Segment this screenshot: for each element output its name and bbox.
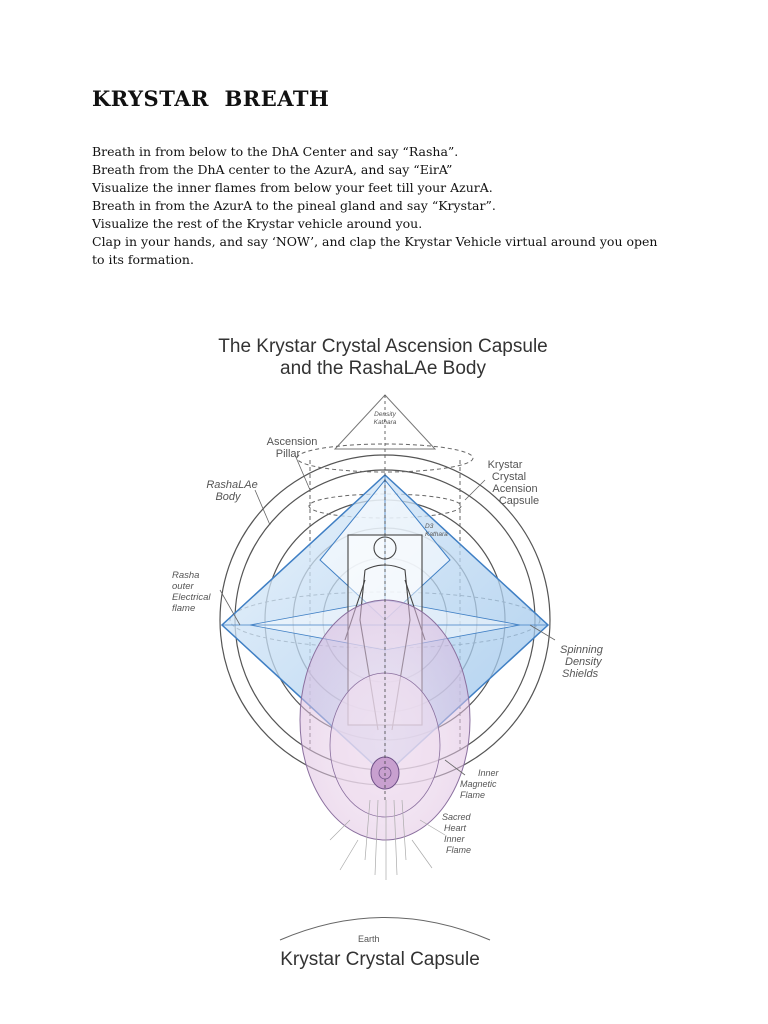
earth-label: Earth [358, 934, 380, 944]
pillar-label: Pillar [276, 448, 301, 460]
sacred-heart-flame [329, 799, 446, 880]
magnetic-label: Magnetic [460, 779, 497, 789]
figure-labels: Density Kathara D3 Kathara Ascension Pil… [172, 411, 604, 944]
instruction-line: Breath in from the AzurA to the pineal g… [92, 198, 496, 213]
body-label: Body [215, 491, 242, 503]
capsule-label: Capsule [499, 495, 539, 507]
figure-caption: Krystar Crystal Capsule [280, 949, 480, 970]
inner-label: Inner [478, 768, 500, 778]
flame-label: flame [172, 603, 195, 614]
instruction-line: Visualize the rest of the Krystar vehicl… [92, 216, 423, 231]
krystar-capsule-figure: The Krystar Crystal Ascension Capsule an… [160, 320, 630, 980]
shields-label: Shields [562, 668, 599, 680]
figure-title-line1: The Krystar Crystal Ascension Capsule [218, 336, 547, 357]
instruction-line: Visualize the inner flames from below yo… [92, 180, 493, 195]
instruction-line: to its formation. [92, 252, 194, 267]
density-label: Density [374, 411, 396, 418]
krystar-label: Krystar [488, 459, 523, 471]
earth-arc [279, 917, 491, 941]
label-pointers [219, 454, 556, 776]
figure-title-line2: and the RashaLAe Body [280, 358, 486, 379]
inner-2-label: Inner [444, 834, 466, 844]
crystal-label: Crystal [492, 471, 526, 483]
instructions-text: Breath in from below to the DhA Center a… [92, 143, 712, 269]
instruction-line: Breath in from below to the DhA Center a… [92, 144, 459, 159]
acension-label: Acension [492, 483, 537, 495]
instruction-line: Breath from the DhA center to the AzurA,… [92, 162, 453, 177]
kathara-label: Kathara [374, 419, 397, 426]
heart-label: Heart [444, 823, 467, 833]
spinning-label: Spinning [560, 644, 604, 656]
outer-label: outer [172, 581, 194, 592]
d3-label: D3 [425, 523, 434, 530]
ascension-label: Ascension [267, 436, 318, 448]
d3-kathara-label: Kathara [425, 531, 448, 538]
capsule-diagram: The Krystar Crystal Ascension Capsule an… [172, 336, 604, 970]
rashalae-label: RashaLAe [206, 479, 257, 491]
electrical-label: Electrical [172, 592, 211, 603]
flame-2-label: Flame [460, 790, 485, 800]
sacred-label: Sacred [442, 812, 472, 822]
flame-3-label: Flame [446, 845, 471, 855]
document-title: KRYSTAR BREATH [92, 86, 330, 111]
density-shields-label: Density [565, 656, 603, 668]
rasha-label: Rasha [172, 570, 199, 581]
instruction-line: Clap in your hands, and say ‘NOW’, and c… [92, 234, 658, 249]
